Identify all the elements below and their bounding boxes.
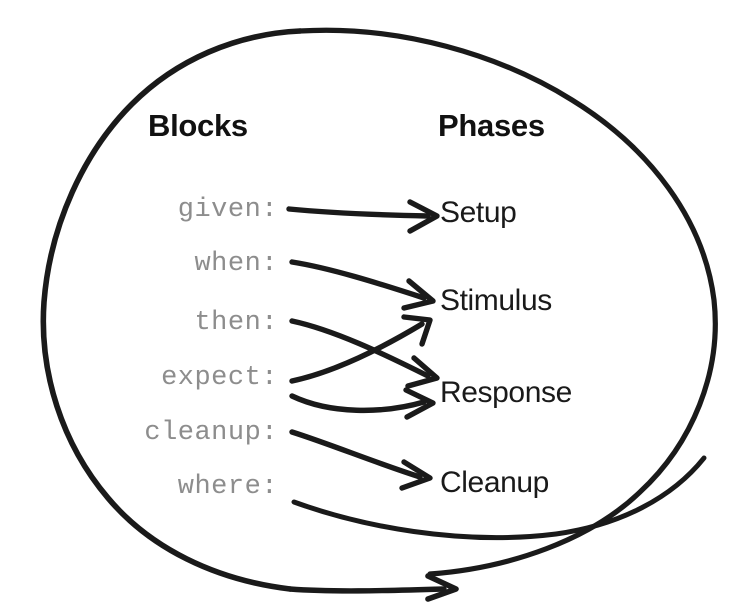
column-header-blocks: Blocks: [148, 108, 248, 143]
column-header-phases: Phases: [438, 108, 545, 143]
arrow-expect-to-stimulus: [289, 314, 433, 384]
arrow-where-wraps-around: [291, 455, 707, 541]
block-label-then: then:: [194, 308, 278, 338]
phase-label-stimulus: Stimulus: [440, 284, 552, 317]
arrow-cleanup-to-cleanup: [289, 429, 433, 491]
arrow-given-to-setup: [286, 199, 440, 234]
block-label-cleanup: cleanup:: [144, 418, 278, 448]
phase-label-response: Response: [440, 376, 572, 409]
wraparound-arrowhead-icon: [425, 573, 459, 602]
block-label-when: when:: [194, 249, 278, 279]
arrow-expect-to-response: [289, 387, 436, 420]
block-label-given: given:: [177, 195, 278, 225]
block-label-expect: expect:: [161, 363, 278, 393]
arrow-when-to-stimulus: [289, 259, 436, 311]
enclosure-circle: [40, 27, 718, 592]
wraparound-tail-stroke: [287, 586, 447, 594]
block-label-where: where:: [177, 472, 278, 502]
arrow-then-to-response: [289, 318, 440, 389]
phase-label-setup: Setup: [440, 196, 517, 229]
phase-label-cleanup: Cleanup: [440, 466, 549, 499]
